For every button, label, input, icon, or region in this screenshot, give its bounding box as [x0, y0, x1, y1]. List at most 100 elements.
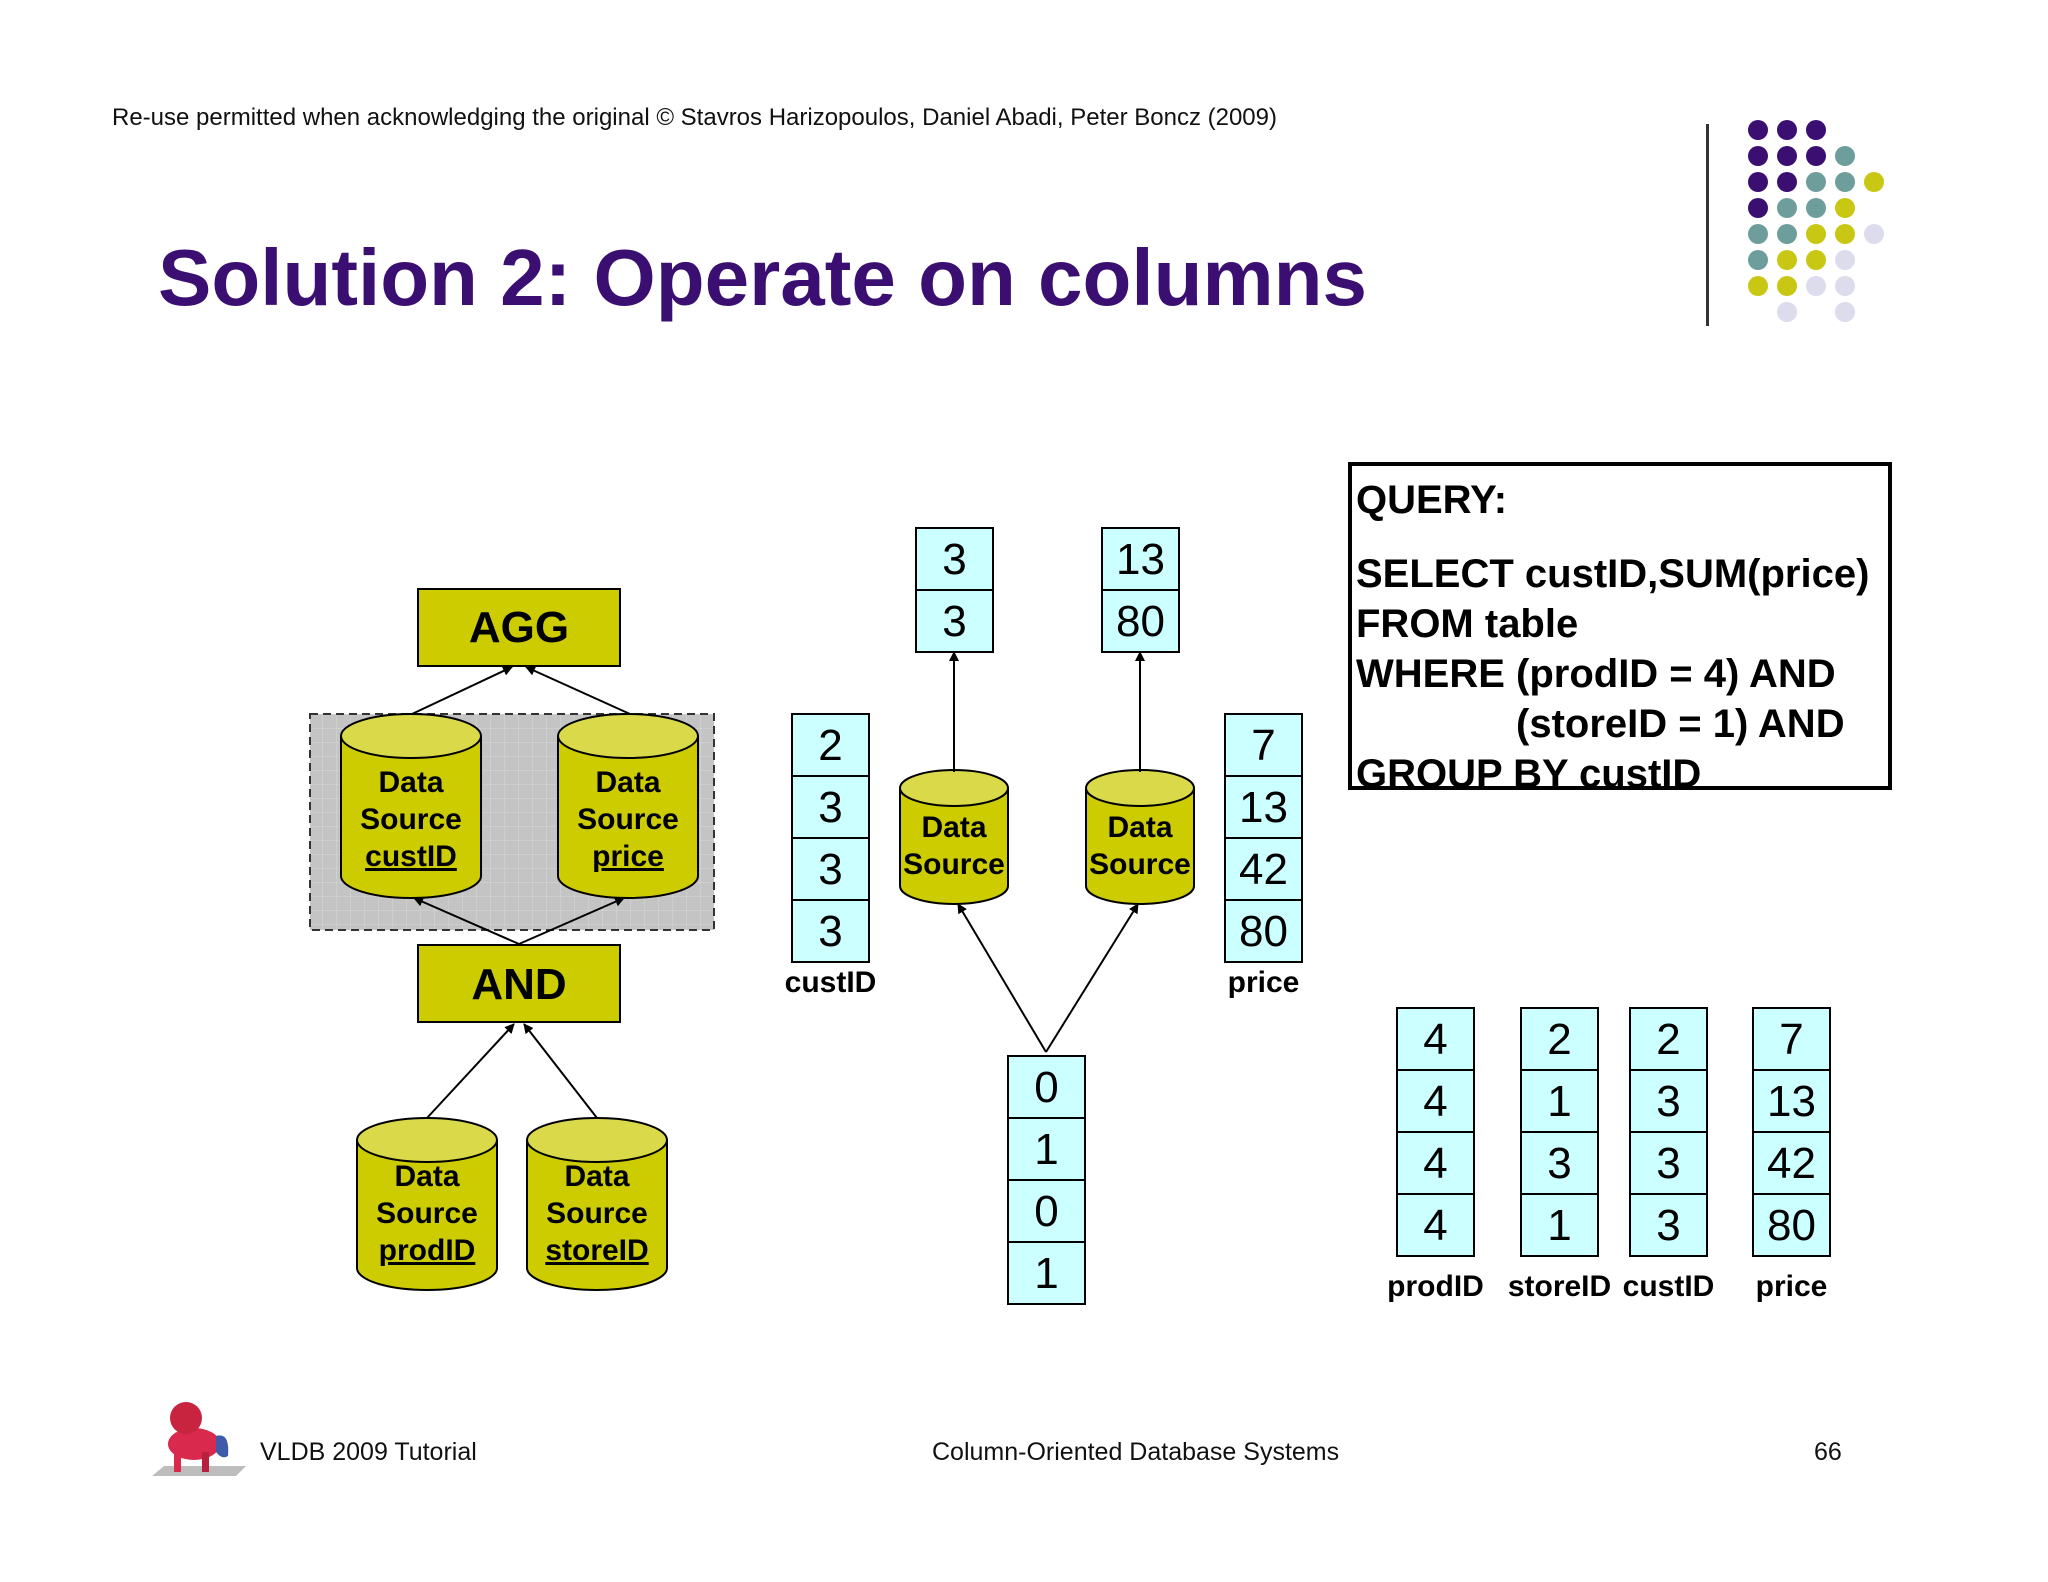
decorative-dot	[1748, 224, 1768, 244]
agg-label: AGG	[469, 603, 569, 652]
query-heading: QUERY:	[1356, 478, 1508, 522]
decorative-dot	[1777, 276, 1797, 296]
svg-text:Data: Data	[595, 766, 660, 799]
svg-text:Source: Source	[903, 848, 1005, 881]
svg-text:Data: Data	[564, 1160, 629, 1193]
data-source-prodid: Data Source prodID	[356, 1117, 498, 1291]
table-price-value: 80	[1767, 1201, 1816, 1250]
decorative-dot	[1748, 120, 1768, 140]
custid-column-value: 3	[818, 783, 842, 832]
price-column-value: 80	[1239, 907, 1288, 956]
table-storeid-cell	[1520, 1069, 1599, 1133]
table-storeid-cell	[1520, 1131, 1599, 1195]
svg-text:Data: Data	[378, 766, 443, 799]
custid-column-label: custID	[785, 966, 877, 999]
svg-text:prodID: prodID	[379, 1234, 476, 1267]
table-price-value: 7	[1779, 1015, 1803, 1064]
svg-text:Data: Data	[921, 811, 986, 844]
bitmap-column-value: 1	[1034, 1125, 1058, 1174]
result-custid-value: 3	[942, 535, 966, 584]
svg-text:Data: Data	[394, 1160, 459, 1193]
decorative-dot	[1835, 224, 1855, 244]
table-storeid-cell	[1520, 1007, 1599, 1071]
decorative-dot	[1777, 172, 1797, 192]
bitmap-column-cell	[1007, 1117, 1086, 1181]
decorative-dot	[1777, 250, 1797, 270]
table-prodid-value: 4	[1423, 1139, 1447, 1188]
decorative-dot	[1835, 198, 1855, 218]
table-price-cell	[1752, 1131, 1831, 1195]
table-custid-value: 3	[1656, 1201, 1680, 1250]
table-prodid-cell	[1396, 1069, 1475, 1133]
table-custid-cell	[1629, 1131, 1708, 1195]
result-custid-value: 3	[942, 597, 966, 646]
svg-text:custID: custID	[365, 840, 457, 873]
exec-data-source-left: Data Source	[899, 769, 1009, 905]
table-custid-label: custID	[1623, 1270, 1715, 1303]
query-box: QUERY: SELECT custID,SUM(price) FROM tab…	[1348, 462, 1892, 794]
decorative-dot	[1806, 120, 1826, 140]
table-price-cell	[1752, 1193, 1831, 1257]
query-groupby-line: GROUP BY custID	[1356, 752, 1702, 796]
decorative-dot	[1835, 302, 1855, 322]
price-column-cell	[1224, 775, 1303, 839]
table-prodid-value: 4	[1423, 1015, 1447, 1064]
price-column-value: 42	[1239, 845, 1288, 894]
table-price-value: 13	[1767, 1077, 1816, 1126]
result-price-value: 13	[1116, 535, 1165, 584]
query-from-line: FROM table	[1356, 602, 1579, 646]
decorative-dot	[1748, 276, 1768, 296]
and-operator: AND	[417, 944, 621, 1023]
footer-conference: VLDB 2009 Tutorial	[260, 1438, 477, 1466]
bitmap-column-value: 0	[1034, 1063, 1058, 1112]
table-price-cell	[1752, 1007, 1831, 1071]
decorative-dot	[1835, 146, 1855, 166]
decorative-dot	[1777, 146, 1797, 166]
svg-text:Source: Source	[376, 1197, 478, 1230]
svg-text:storeID: storeID	[545, 1234, 648, 1267]
table-price-value: 42	[1767, 1139, 1816, 1188]
vldb-lion-logo	[152, 1402, 246, 1476]
decorative-dot	[1806, 172, 1826, 192]
page-number: 66	[1814, 1438, 1842, 1466]
price-column-value: 13	[1239, 783, 1288, 832]
decorative-dot	[1777, 302, 1797, 322]
agg-operator: AGG	[417, 588, 621, 667]
exec-data-source-right: Data Source	[1085, 769, 1195, 905]
decorative-dot	[1777, 198, 1797, 218]
price-column-cell	[1224, 899, 1303, 963]
table-custid-value: 3	[1656, 1139, 1680, 1188]
bitmap-column-value: 0	[1034, 1187, 1058, 1236]
table-storeid-value: 2	[1547, 1015, 1571, 1064]
data-source-price: Data Source price	[557, 713, 699, 899]
price-column-label: price	[1228, 966, 1300, 999]
price-column-cell	[1224, 837, 1303, 901]
footer-course-title: Column-Oriented Database Systems	[932, 1438, 1340, 1466]
decorative-dot	[1806, 250, 1826, 270]
decorative-dot	[1806, 224, 1826, 244]
result-price-value: 80	[1116, 597, 1165, 646]
svg-text:Source: Source	[546, 1197, 648, 1230]
table-prodid-cell	[1396, 1131, 1475, 1195]
svg-text:Data: Data	[1107, 811, 1172, 844]
table-prodid-cell	[1396, 1193, 1475, 1257]
custid-column-cell	[791, 837, 870, 901]
decorative-dot	[1748, 198, 1768, 218]
table-prodid-value: 4	[1423, 1077, 1447, 1126]
custid-column-cell	[791, 899, 870, 963]
svg-text:Source: Source	[577, 803, 679, 836]
table-storeid-value: 1	[1547, 1201, 1571, 1250]
decorative-dot	[1864, 172, 1884, 192]
svg-text:price: price	[592, 840, 664, 873]
svg-text:Source: Source	[1089, 848, 1191, 881]
query-where-cont-line: (storeID = 1) AND	[1516, 702, 1845, 746]
table-storeid-value: 3	[1547, 1139, 1571, 1188]
decorative-dot	[1748, 146, 1768, 166]
decorative-dot	[1835, 250, 1855, 270]
and-label: AND	[471, 960, 566, 1009]
slide-title: Solution 2: Operate on columns	[158, 233, 1367, 322]
copyright-notice: Re-use permitted when acknowledging the …	[112, 104, 1277, 131]
decorative-dot	[1777, 224, 1797, 244]
decorative-dot	[1835, 276, 1855, 296]
decorative-dot	[1864, 224, 1884, 244]
